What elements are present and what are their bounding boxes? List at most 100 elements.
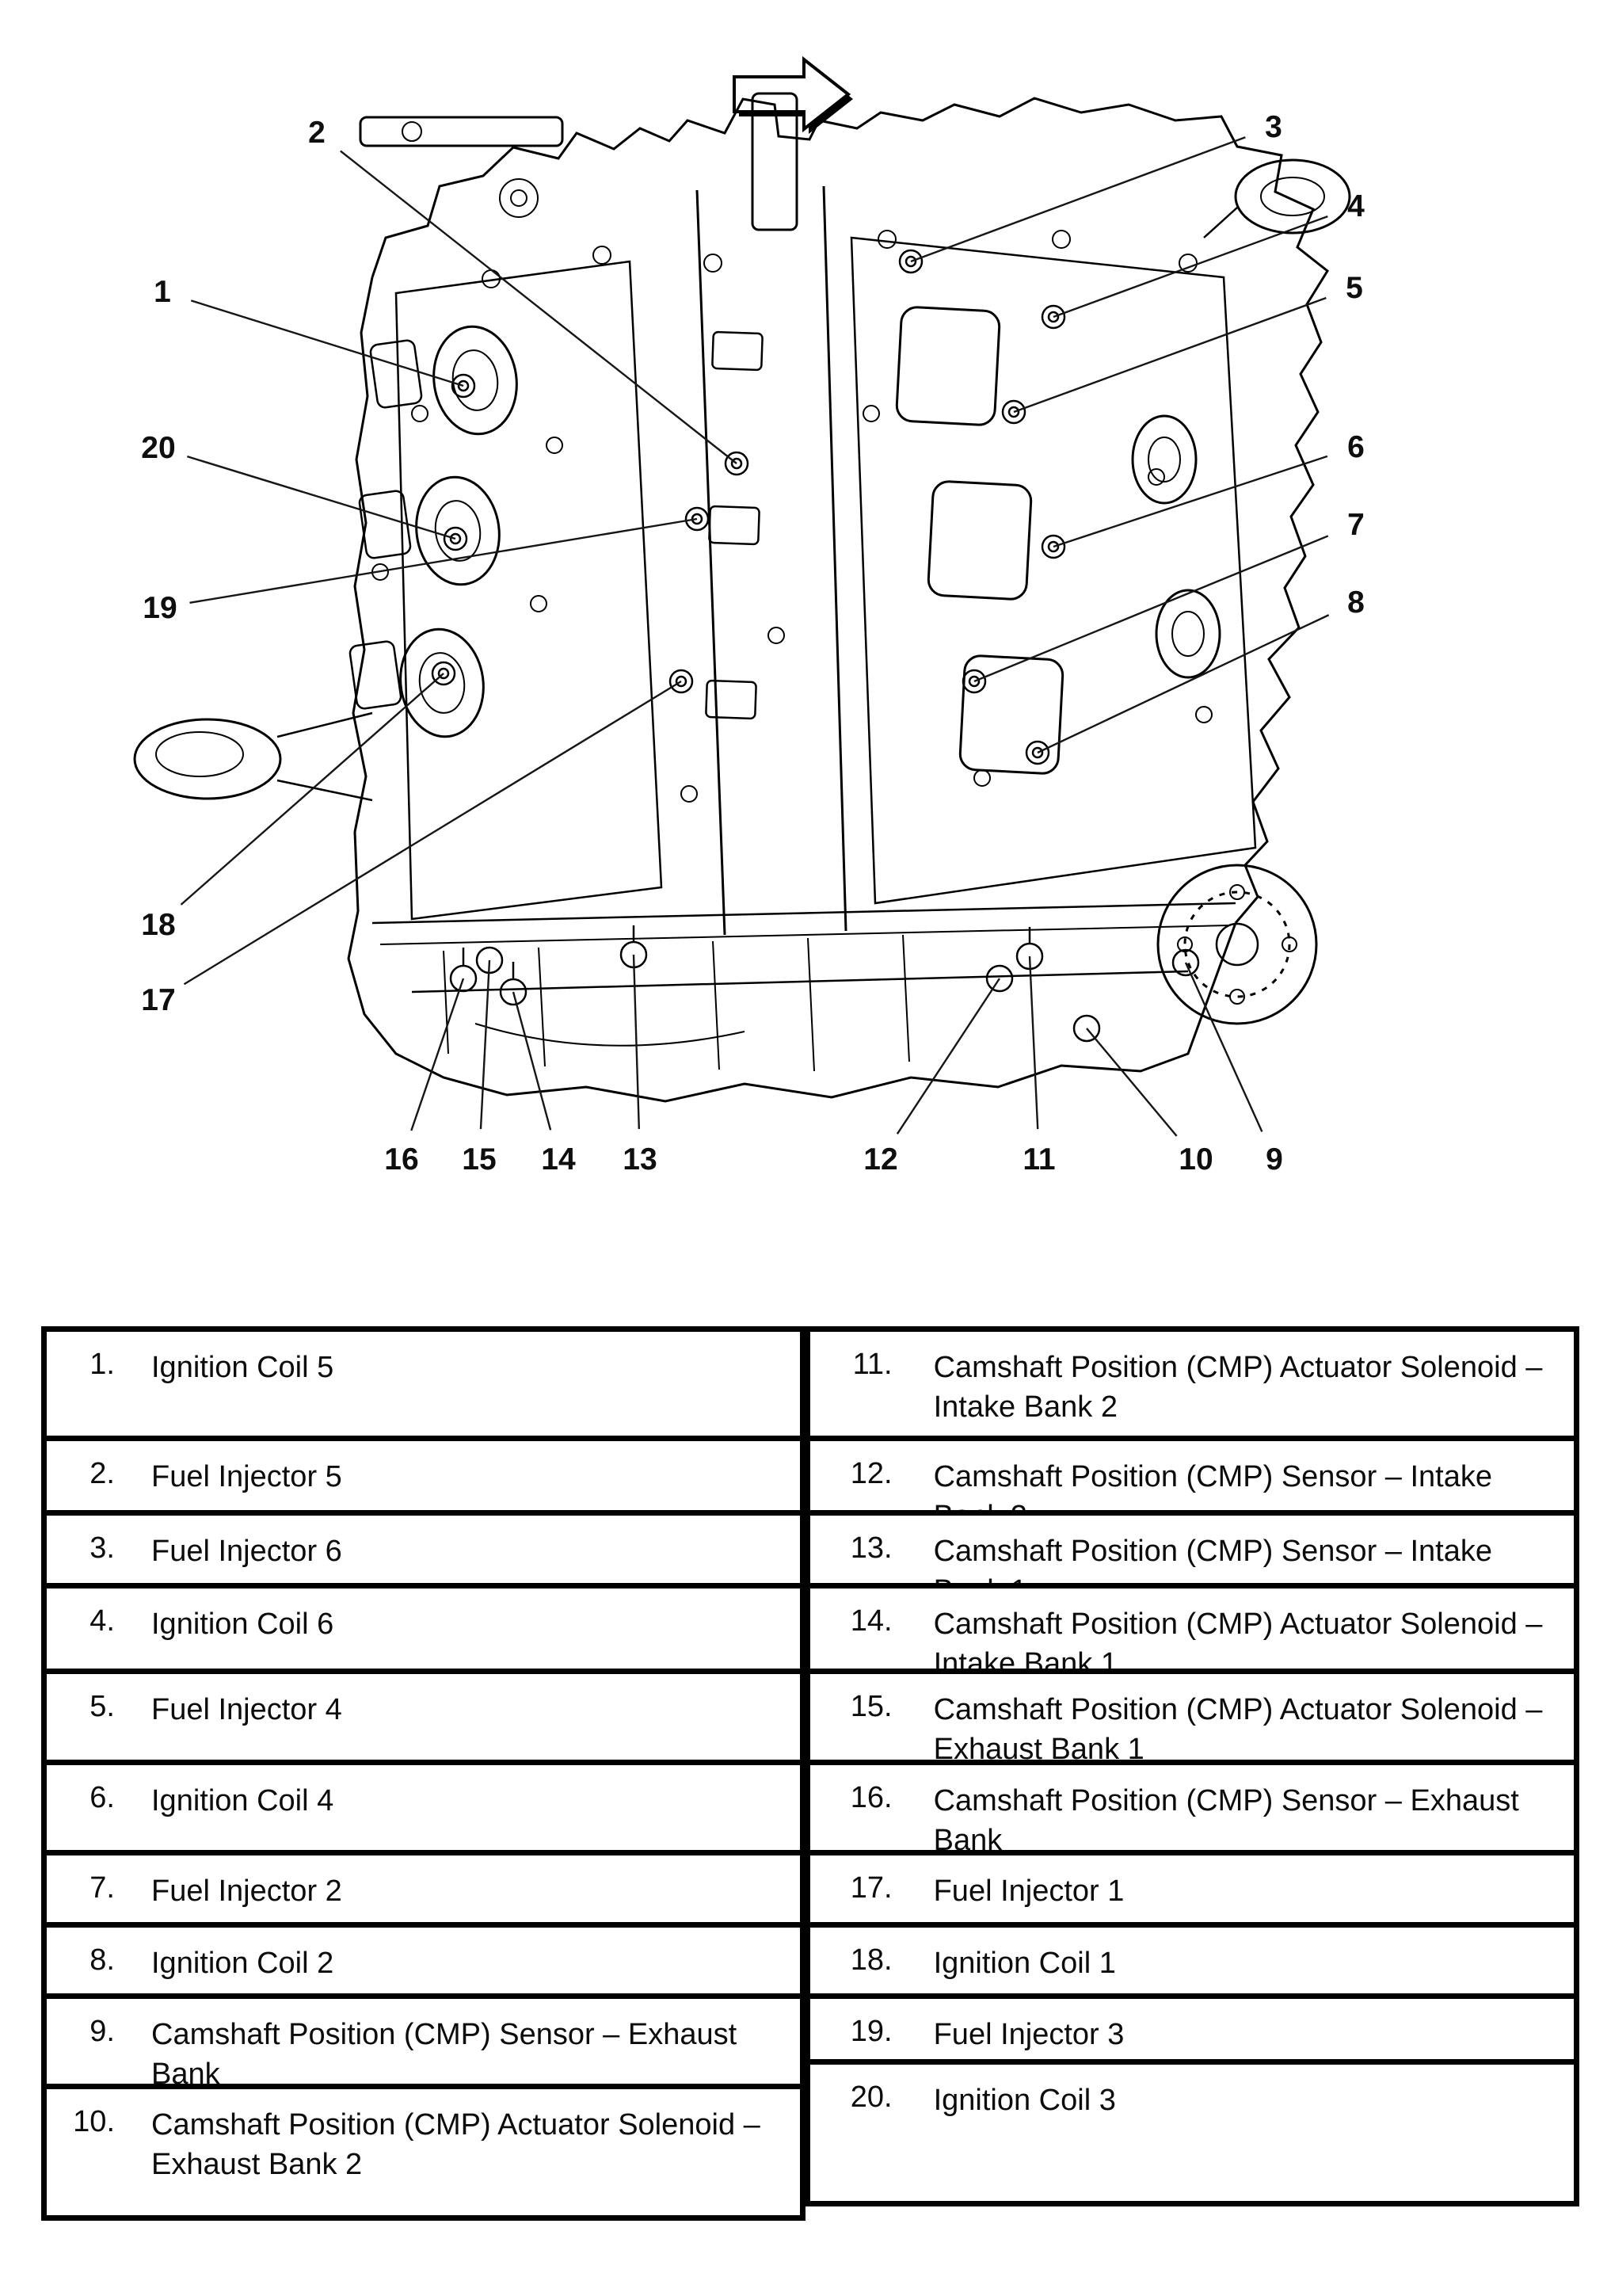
part-number: 11. (852, 1348, 893, 1381)
leader-line-15 (479, 959, 491, 1130)
callout-number-3: 3 (1265, 110, 1282, 144)
table-row: 9. Camshaft Position (CMP) Sensor – Exhau… (47, 1999, 800, 2089)
part-label: Ignition Coil 6 (151, 1608, 334, 1641)
callout-number-7: 7 (1347, 508, 1365, 542)
part-number: 17. (850, 1871, 893, 1905)
callout-number-15: 15 (462, 1142, 496, 1177)
part-label: Camshaft Position (CMP) Actuator Solenoi… (933, 1608, 1543, 1674)
part-label: Camshaft Position (CMP) Sensor – Exhaust… (933, 1784, 1519, 1855)
leader-line-3 (910, 136, 1246, 263)
part-number: 20. (850, 2081, 893, 2114)
callout-number-19: 19 (143, 591, 177, 625)
leader-line-5 (1013, 296, 1327, 414)
leader-line-11 (1028, 955, 1039, 1130)
table-row: 4. Ignition Coil 6 (47, 1589, 800, 1674)
leader-line-2 (340, 150, 737, 464)
table-row: 11.Camshaft Position (CMP) Actuator Sole… (809, 1332, 1574, 1441)
part-number: 8. (90, 1943, 115, 1977)
callout-number-16: 16 (384, 1142, 418, 1177)
table-row: 15. Camshaft Position (CMP) Actuator Sole… (809, 1674, 1574, 1765)
callout-number-17: 17 (141, 983, 175, 1017)
part-number: 5. (90, 1690, 115, 1723)
part-number: 3. (90, 1531, 115, 1565)
callout-number-14: 14 (541, 1142, 576, 1177)
table-row: 16. Camshaft Position (CMP) Sensor – Exha… (809, 1765, 1574, 1855)
leader-line-4 (1053, 215, 1328, 318)
callout-number-1: 1 (154, 275, 171, 309)
callout-number-5: 5 (1346, 271, 1363, 305)
leader-line-10 (1086, 1028, 1178, 1137)
part-label: Fuel Injector 2 (151, 1875, 342, 1908)
leader-line-12 (896, 978, 1001, 1135)
callout-number-4: 4 (1347, 189, 1365, 223)
leader-line-14 (512, 991, 552, 1131)
callout-number-12: 12 (863, 1142, 897, 1177)
table-row: 2. Fuel Injector 5 (47, 1441, 800, 1516)
leader-line-8 (1037, 614, 1330, 754)
part-label: Fuel Injector 3 (933, 2018, 1125, 2051)
part-label: Camshaft Position (CMP) Sensor – Intake … (933, 1535, 1492, 1583)
part-number: 4. (90, 1604, 115, 1638)
part-label: Fuel Injector 5 (151, 1460, 342, 1493)
leader-line-7 (973, 535, 1329, 683)
parts-table-right-column: 11. Camshaft Position (CMP) Actuator Sole… (805, 1326, 1579, 2206)
leader-line-9 (1184, 962, 1263, 1132)
part-label: Camshaft Position (CMP) Sensor – Intake … (933, 1460, 1492, 1510)
leader-line-20 (186, 455, 456, 540)
table-row: 17. Fuel Injector 1 (809, 1855, 1574, 1928)
table-row: 1. Ignition Coil 5 (47, 1332, 800, 1441)
part-label: Camshaft Position (CMP) Sensor – Exhaust… (151, 2018, 737, 2089)
callout-number-8: 8 (1347, 585, 1365, 620)
part-label: Ignition Coil 4 (151, 1784, 334, 1817)
part-number: 10. (73, 2105, 115, 2138)
part-number: 16. (850, 1781, 893, 1814)
leader-line-1 (190, 299, 464, 387)
table-row: 18.Ignition Coil 1 (809, 1928, 1574, 1999)
leader-line-13 (632, 954, 641, 1130)
engine-illustration (133, 92, 1351, 1103)
leader-line-19 (189, 517, 698, 604)
part-number: 13. (850, 1531, 893, 1565)
callout-number-2: 2 (308, 116, 326, 150)
table-row: 20. Ignition Coil 3 (810, 2065, 1574, 2201)
table-row: 8. Ignition Coil 2 (47, 1928, 800, 1999)
table-row: 3.Fuel Injector 6 (47, 1516, 800, 1589)
part-label: Ignition Coil 3 (933, 2084, 1116, 2117)
part-number: 12. (850, 1457, 893, 1490)
leader-line-17 (183, 680, 682, 986)
part-label: Fuel Injector 1 (933, 1875, 1125, 1908)
table-row: 13. Camshaft Position (CMP) Sensor – Inta… (809, 1516, 1574, 1589)
leader-line-18 (180, 673, 444, 906)
callout-number-18: 18 (141, 908, 175, 942)
table-row: 5. Fuel Injector 4 (47, 1674, 800, 1765)
part-label: Ignition Coil 5 (151, 1351, 334, 1384)
part-number: 2. (90, 1457, 115, 1490)
callout-number-11: 11 (1023, 1142, 1055, 1177)
part-number: 6. (90, 1781, 115, 1814)
part-number: 7. (90, 1871, 115, 1905)
table-row: 12. Camshaft Position (CMP) Sensor – Inta… (809, 1441, 1574, 1516)
part-label: Ignition Coil 2 (151, 1947, 334, 1980)
part-number: 15. (850, 1690, 893, 1723)
leader-line-6 (1053, 455, 1328, 548)
table-row: 19.Fuel Injector 3 (809, 1999, 1574, 2065)
table-row: 6. Ignition Coil 4 (47, 1765, 800, 1855)
part-number: 1. (90, 1348, 115, 1381)
part-label: Ignition Coil 1 (933, 1947, 1116, 1980)
part-number: 9. (90, 2015, 115, 2048)
callout-number-9: 9 (1266, 1142, 1283, 1177)
table-row: 14. Camshaft Position (CMP) Actuator Sole… (809, 1589, 1574, 1674)
leader-line-16 (410, 978, 465, 1131)
table-row: 7. Fuel Injector 2 (47, 1855, 800, 1928)
part-number: 14. (850, 1604, 893, 1638)
part-label: Camshaft Position (CMP) Actuator Solenoi… (933, 1693, 1543, 1765)
part-label: Camshaft Position (CMP) Actuator Solenoi… (151, 2108, 760, 2182)
callout-number-13: 13 (623, 1142, 657, 1177)
callout-number-10: 10 (1179, 1142, 1213, 1177)
table-row: 10. Camshaft Position (CMP) Actuator Sole… (47, 2089, 800, 2215)
part-label: Fuel Injector 4 (151, 1693, 342, 1726)
